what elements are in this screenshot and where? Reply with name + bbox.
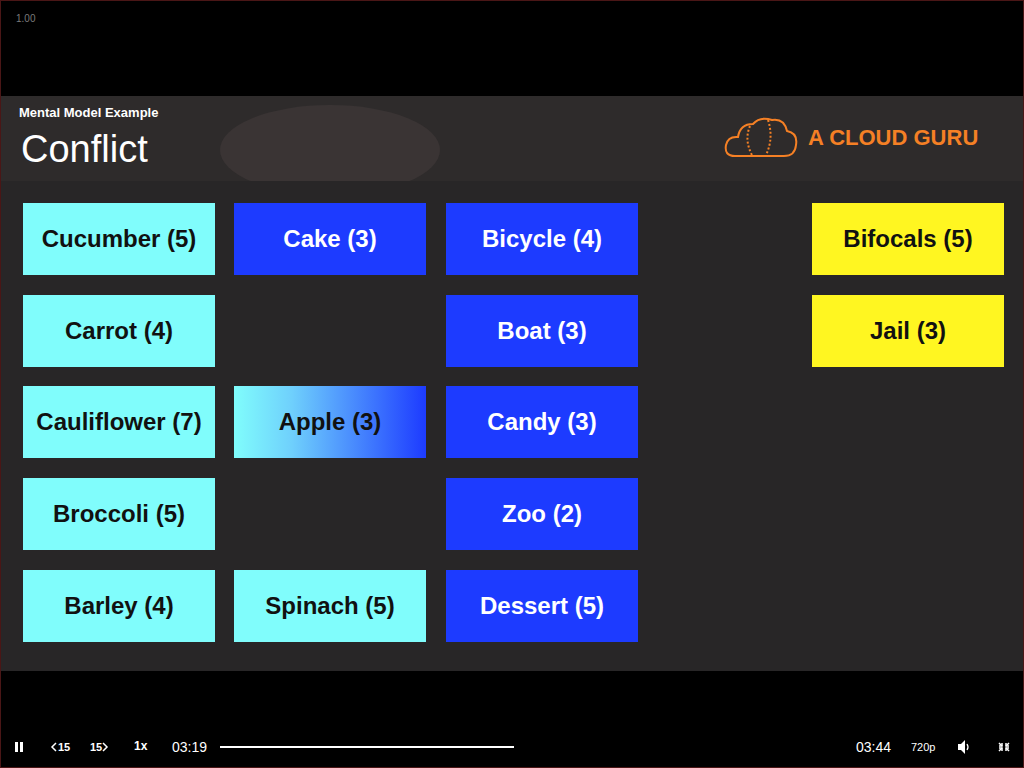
slide-title: Conflict bbox=[21, 128, 148, 172]
item-box: Spinach (5) bbox=[234, 570, 426, 642]
pause-icon bbox=[15, 742, 23, 752]
item-label: Barley (4) bbox=[64, 593, 173, 619]
rewind-seconds: 15 bbox=[58, 741, 70, 754]
item-box: Broccoli (5) bbox=[23, 478, 215, 550]
item-label: Spinach (5) bbox=[265, 593, 394, 619]
item-box: Boat (3) bbox=[446, 295, 638, 367]
speed-readout: 1.00 bbox=[16, 13, 35, 25]
item-label: Candy (3) bbox=[487, 409, 596, 435]
total-time: 03:44 bbox=[856, 739, 891, 755]
item-label: Apple (3) bbox=[279, 409, 382, 435]
item-label: Carrot (4) bbox=[65, 318, 173, 344]
item-label: Dessert (5) bbox=[480, 593, 604, 619]
item-label: Cucumber (5) bbox=[42, 226, 197, 252]
item-box: Cake (3) bbox=[234, 203, 426, 275]
slide-subtitle: Mental Model Example bbox=[19, 106, 158, 121]
item-box: Barley (4) bbox=[23, 570, 215, 642]
header-band bbox=[0, 96, 1024, 182]
fullscreen-icon bbox=[999, 743, 1009, 751]
item-box: Carrot (4) bbox=[23, 295, 215, 367]
forward-chevron bbox=[103, 743, 107, 751]
item-box: Dessert (5) bbox=[446, 570, 638, 642]
item-box: Bicycle (4) bbox=[446, 203, 638, 275]
item-box: Jail (3) bbox=[812, 295, 1004, 367]
brand-logo-text: A CLOUD GURU bbox=[808, 125, 978, 150]
quality-setting: 720p bbox=[911, 741, 935, 754]
item-label: Boat (3) bbox=[497, 318, 586, 344]
item-label: Bifocals (5) bbox=[843, 226, 972, 252]
forward-seconds: 15 bbox=[90, 741, 102, 754]
rewind-chevron bbox=[52, 743, 56, 751]
volume-icon bbox=[958, 740, 968, 754]
item-label: Cake (3) bbox=[283, 226, 376, 252]
item-label: Zoo (2) bbox=[502, 501, 582, 527]
item-label: Bicycle (4) bbox=[482, 226, 602, 252]
logo-cloud bbox=[726, 119, 797, 156]
item-box: Bifocals (5) bbox=[812, 203, 1004, 275]
item-label: Jail (3) bbox=[870, 318, 946, 344]
item-label: Cauliflower (7) bbox=[36, 409, 201, 435]
item-box: Cucumber (5) bbox=[23, 203, 215, 275]
item-box: Cauliflower (7) bbox=[23, 386, 215, 458]
elapsed-time: 03:19 bbox=[172, 739, 207, 755]
slide-body bbox=[0, 181, 1024, 671]
item-box: Candy (3) bbox=[446, 386, 638, 458]
item-label: Broccoli (5) bbox=[53, 501, 185, 527]
playback-speed: 1x bbox=[134, 740, 147, 754]
item-box: Apple (3) bbox=[234, 386, 426, 458]
progress-bar bbox=[220, 746, 514, 748]
item-box: Zoo (2) bbox=[446, 478, 638, 550]
